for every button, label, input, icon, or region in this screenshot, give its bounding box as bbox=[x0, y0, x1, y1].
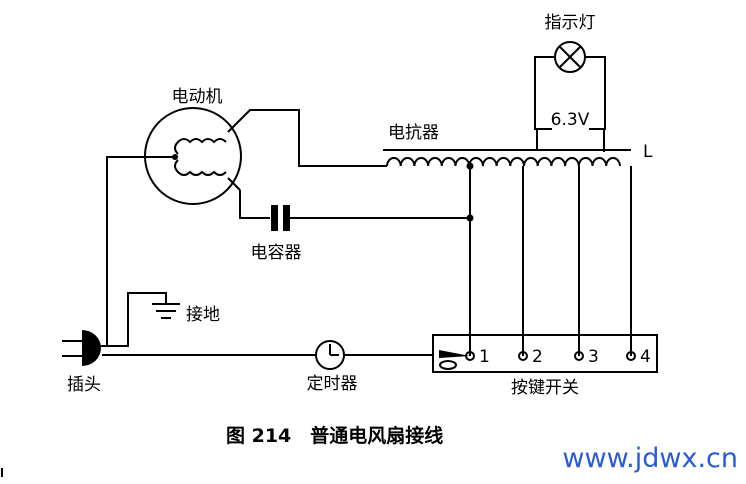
timer-label: 定时器 bbox=[307, 374, 358, 394]
ground-label: 接地 bbox=[186, 305, 220, 325]
key-switch-label: 按键开关 bbox=[511, 378, 579, 398]
switch-position-4: 4 bbox=[640, 347, 651, 367]
key-switch: 1 2 3 4 按键开关 bbox=[432, 334, 658, 398]
motor-label: 电动机 bbox=[172, 87, 223, 107]
reactor-label: 电抗器 bbox=[388, 123, 439, 143]
capacitor-label: 电容器 bbox=[251, 243, 302, 263]
wiring bbox=[100, 109, 632, 356]
switch-position-2: 2 bbox=[532, 347, 543, 367]
switch-position-3: 3 bbox=[588, 347, 599, 367]
watermark: www.jdwx.cn bbox=[562, 443, 738, 474]
capacitor: 电容器 bbox=[251, 205, 302, 263]
reactor: 电抗器 L bbox=[383, 123, 653, 167]
motor: 电动机 bbox=[144, 87, 242, 205]
lamp-voltage-label: 6.3V bbox=[551, 110, 590, 130]
terminal-L-label: L bbox=[643, 142, 653, 162]
timer: 定时器 bbox=[307, 340, 358, 394]
plug-label: 插头 bbox=[67, 375, 101, 395]
indicator-lamp-label: 指示灯 bbox=[545, 13, 596, 33]
ground-symbol: 接地 bbox=[152, 303, 220, 325]
indicator-lamp: 指示灯 6.3V bbox=[534, 13, 606, 152]
plug: 插头 bbox=[62, 330, 101, 395]
switch-position-1: 1 bbox=[479, 347, 490, 367]
figure-caption: 图 214 普通电风扇接线 bbox=[226, 424, 443, 447]
